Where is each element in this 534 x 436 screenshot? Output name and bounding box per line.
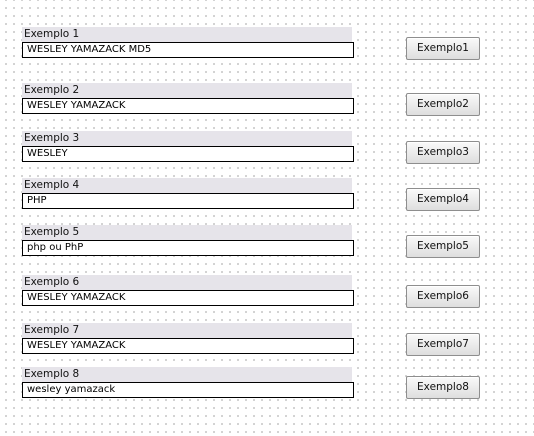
example-label-4: Exemplo 4	[24, 179, 80, 191]
example-label-3: Exemplo 3	[24, 132, 80, 144]
example-field-2[interactable]: WESLEY YAMAZACK	[22, 98, 354, 114]
example-field-3[interactable]: WESLEY	[22, 146, 354, 162]
example-button-7[interactable]: Exemplo7	[406, 333, 480, 356]
label-strip	[22, 27, 352, 43]
example-button-5[interactable]: Exemplo5	[406, 235, 480, 258]
example-row-5: Exemplo 5 php ou PhP Exemplo5	[0, 225, 534, 265]
label-strip	[22, 131, 352, 147]
label-strip	[22, 275, 352, 291]
example-field-8[interactable]: wesley yamazack	[22, 382, 354, 398]
example-button-2[interactable]: Exemplo2	[406, 93, 480, 116]
label-strip	[22, 178, 352, 194]
example-label-8: Exemplo 8	[24, 368, 80, 380]
example-field-1[interactable]: WESLEY YAMAZACK MD5	[22, 42, 354, 58]
example-button-4[interactable]: Exemplo4	[406, 188, 480, 211]
example-field-4[interactable]: PHP	[22, 193, 354, 209]
example-row-2: Exemplo 2 WESLEY YAMAZACK Exemplo2	[0, 83, 534, 123]
example-label-7: Exemplo 7	[24, 324, 80, 336]
label-strip	[22, 367, 352, 383]
label-strip	[22, 83, 352, 99]
example-button-3[interactable]: Exemplo3	[406, 141, 480, 164]
label-strip	[22, 225, 352, 241]
example-button-6[interactable]: Exemplo6	[406, 285, 480, 308]
example-field-7[interactable]: WESLEY YAMAZACK	[22, 338, 354, 354]
example-row-8: Exemplo 8 wesley yamazack Exemplo8	[0, 367, 534, 407]
example-label-5: Exemplo 5	[24, 226, 80, 238]
example-row-4: Exemplo 4 PHP Exemplo4	[0, 178, 534, 218]
example-row-6: Exemplo 6 WESLEY YAMAZACK Exemplo6	[0, 275, 534, 315]
label-strip	[22, 323, 352, 339]
example-label-2: Exemplo 2	[24, 84, 80, 96]
example-label-1: Exemplo 1	[24, 28, 80, 40]
example-field-5[interactable]: php ou PhP	[22, 240, 354, 256]
example-row-7: Exemplo 7 WESLEY YAMAZACK Exemplo7	[0, 323, 534, 363]
example-label-6: Exemplo 6	[24, 276, 80, 288]
example-row-3: Exemplo 3 WESLEY Exemplo3	[0, 131, 534, 171]
example-field-6[interactable]: WESLEY YAMAZACK	[22, 290, 354, 306]
example-row-1: Exemplo 1 WESLEY YAMAZACK MD5 Exemplo1	[0, 27, 534, 67]
example-button-8[interactable]: Exemplo8	[406, 376, 480, 399]
example-button-1[interactable]: Exemplo1	[406, 37, 480, 60]
